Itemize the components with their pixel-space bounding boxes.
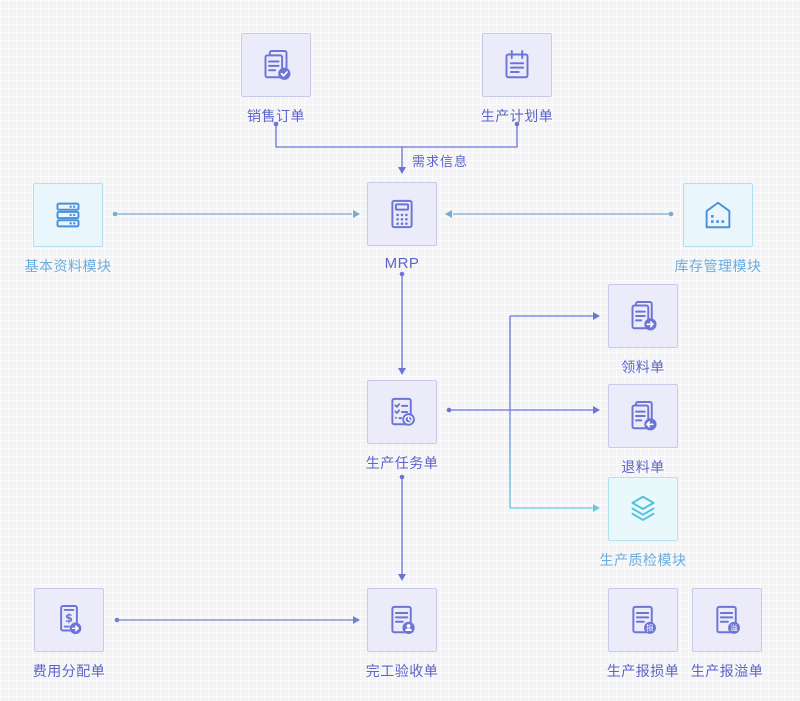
sales-order-label: 销售订单 <box>247 108 305 124</box>
node-production-overflow: 溢 生产报溢单 <box>647 588 800 681</box>
node-mrp: MRP <box>322 182 482 272</box>
cost-allocation-label: 费用分配单 <box>32 663 106 679</box>
svg-text:$: $ <box>65 611 73 625</box>
calendar-icon <box>505 50 529 79</box>
node-cost-allocation: $ 费用分配单 <box>0 588 149 681</box>
overflow-badge-char: 溢 <box>730 623 738 633</box>
sales-order-box <box>241 33 311 97</box>
server-stack-icon <box>56 202 80 228</box>
production-loss-box: 损 <box>608 588 678 652</box>
mrp-box <box>367 182 437 246</box>
basic-data-box <box>33 183 103 247</box>
document-overflow-badge-icon: 溢 <box>716 605 740 634</box>
document-arrow-left-icon <box>631 401 657 431</box>
mrp-label: MRP <box>384 255 420 272</box>
production-plan-label: 生产计划单 <box>480 108 554 124</box>
node-basic-data-module: 基本资料模块 <box>0 183 148 276</box>
quality-module-box <box>608 477 678 541</box>
basic-data-label: 基本资料模块 <box>24 258 112 274</box>
material-return-box <box>608 384 678 448</box>
node-quality-module: 生产质检模块 <box>563 477 723 570</box>
node-production-plan: 生产计划单 <box>437 33 597 126</box>
production-loss-label: 生产报损单 <box>606 663 680 679</box>
production-plan-box <box>482 33 552 97</box>
material-requisition-box <box>608 284 678 348</box>
production-task-label: 生产任务单 <box>365 455 439 471</box>
node-production-task: 生产任务单 <box>322 380 482 473</box>
material-requisition-label: 领料单 <box>621 359 665 375</box>
node-material-return: 退料单 <box>563 384 723 477</box>
quality-module-label: 生产质检模块 <box>599 552 687 568</box>
node-completion-acceptance: 完工验收单 <box>322 588 482 681</box>
inventory-box <box>683 183 753 247</box>
dollar-document-icon: $ <box>60 605 82 635</box>
calculator-icon <box>391 199 413 229</box>
document-arrow-right-icon <box>631 301 657 331</box>
document-check-icon <box>264 50 291 80</box>
node-material-requisition: 领料单 <box>563 284 723 377</box>
production-overflow-label: 生产报溢单 <box>690 663 764 679</box>
material-return-label: 退料单 <box>621 459 665 475</box>
inventory-label: 库存管理模块 <box>674 258 762 274</box>
document-loss-badge-icon: 损 <box>632 605 656 634</box>
node-production-loss: 损 生产报损单 <box>563 588 723 681</box>
warehouse-icon <box>705 201 731 229</box>
cost-allocation-box: $ <box>34 588 104 652</box>
completion-acceptance-label: 完工验收单 <box>365 663 439 679</box>
checklist-clock-icon <box>391 397 415 426</box>
demand-info-label: 需求信息 <box>412 154 469 169</box>
completion-acceptance-box <box>367 588 437 652</box>
production-task-box <box>367 380 437 444</box>
node-inventory-module: 库存管理模块 <box>638 183 798 276</box>
document-person-icon <box>391 605 415 634</box>
layers-icon <box>631 495 655 521</box>
node-sales-order: 销售订单 <box>196 33 356 126</box>
production-overflow-box: 溢 <box>692 588 762 652</box>
loss-badge-char: 损 <box>646 623 654 633</box>
